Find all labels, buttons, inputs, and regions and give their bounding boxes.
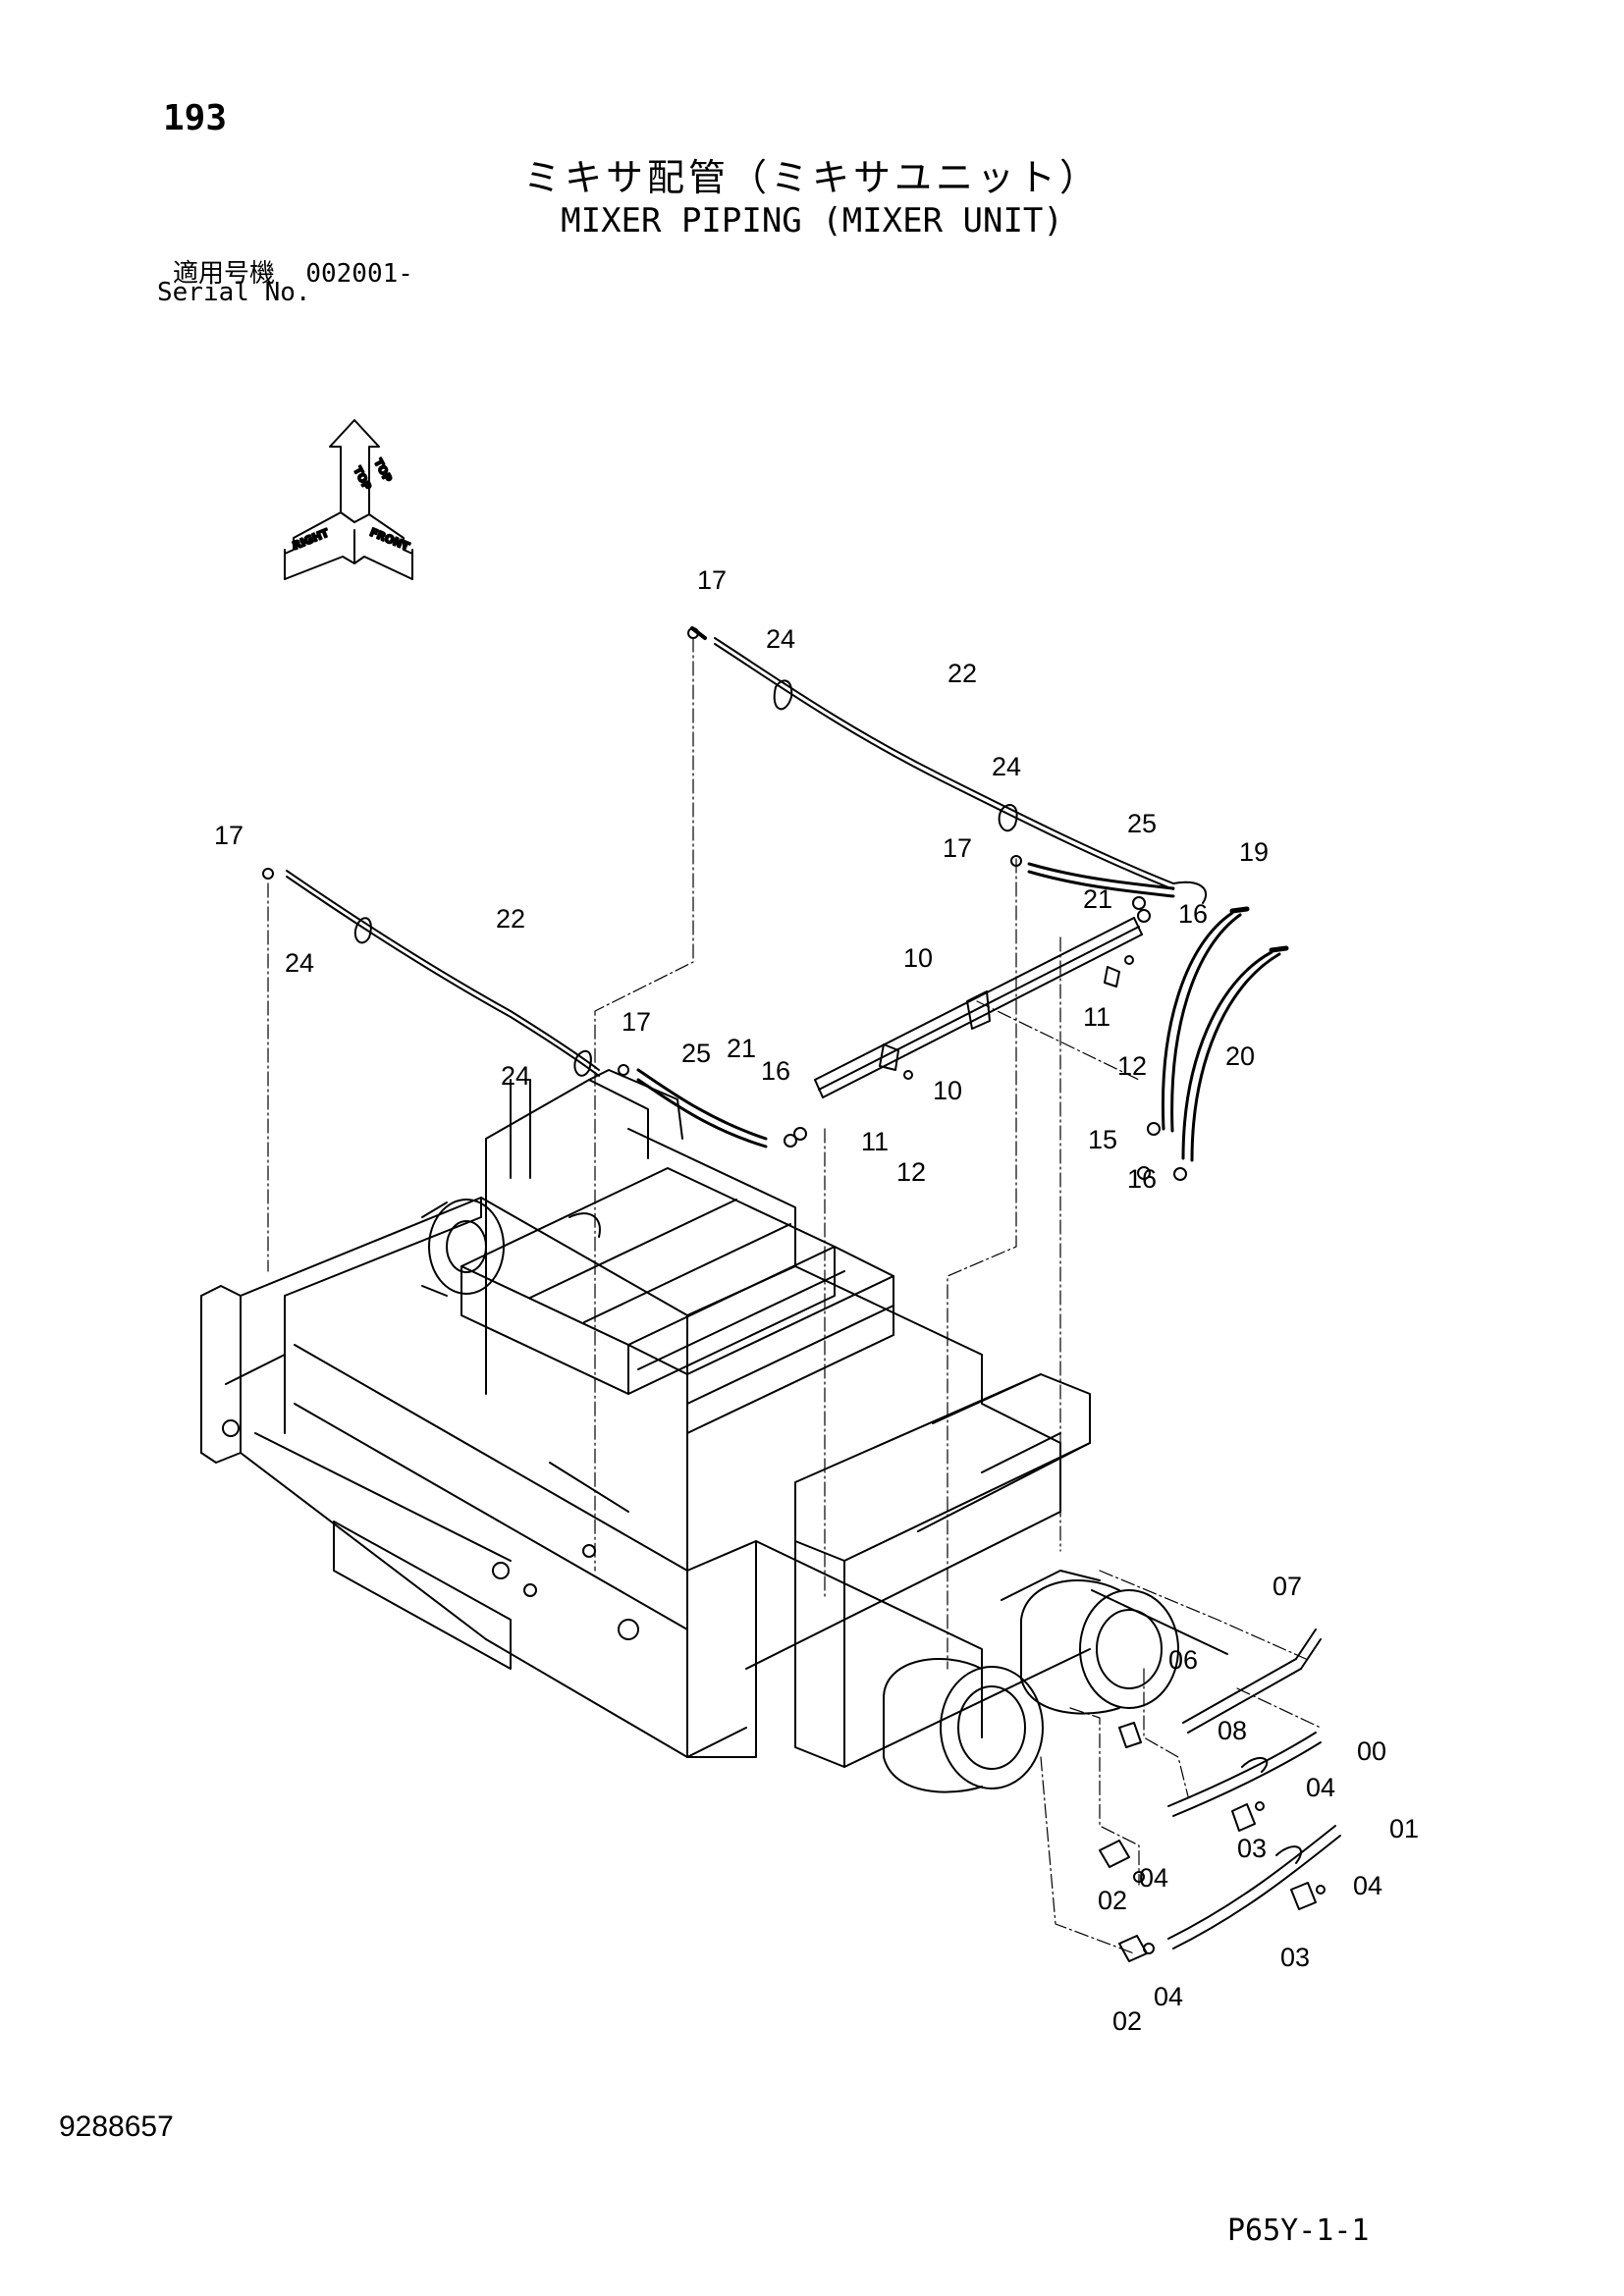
callout-04-right: 04 <box>1353 1871 1382 1900</box>
arrow-label-top: TOP <box>351 464 373 492</box>
hose-19-20 <box>1161 906 1289 1162</box>
callout-21-left: 21 <box>727 1034 756 1063</box>
callout-24-lower: 24 <box>501 1061 530 1091</box>
callout-11-right: 11 <box>1083 1002 1110 1032</box>
callout-25-right: 25 <box>1127 809 1157 838</box>
callout-07: 07 <box>1272 1572 1302 1601</box>
callout-labels: 17 24 22 24 25 21 16 19 17 17 24 22 24 1… <box>214 565 1419 2036</box>
serial-label-english: Serial No. <box>157 278 311 307</box>
callout-04-upper: 04 <box>1306 1773 1335 1802</box>
callout-22-right: 22 <box>947 659 977 688</box>
callout-02-upper: 02 <box>1098 1886 1127 1915</box>
document-number: 9288657 <box>59 2110 174 2143</box>
callout-10-upper: 10 <box>903 943 933 973</box>
callout-17-left: 17 <box>214 821 244 850</box>
page-code: P65Y-1-1 <box>1227 2214 1370 2248</box>
callout-11-left: 11 <box>861 1127 889 1156</box>
callout-24-left: 24 <box>285 948 314 978</box>
fittings <box>262 627 1187 1181</box>
callout-08: 08 <box>1218 1716 1247 1745</box>
mixer-frame <box>200 1069 1228 1793</box>
callout-04-lower: 04 <box>1154 1982 1183 2011</box>
serial-label-japanese: 適用号機 <box>173 259 276 289</box>
page-title-japanese: ミキサ配管（ミキサユニット） <box>522 156 1101 199</box>
callout-06: 06 <box>1168 1645 1198 1675</box>
callout-19: 19 <box>1239 837 1269 867</box>
callout-17-right: 17 <box>943 833 972 863</box>
callout-03-lower: 03 <box>1280 1943 1310 1972</box>
callout-00: 00 <box>1357 1736 1386 1766</box>
arrow-label-top-2: TOP <box>371 456 394 484</box>
callout-20: 20 <box>1225 1041 1255 1071</box>
callout-16-lower: 16 <box>1127 1164 1157 1194</box>
callout-16-right: 16 <box>1178 899 1208 929</box>
callout-01: 01 <box>1389 1814 1419 1843</box>
serial-applicability: 適用号機 002001- <box>173 253 413 290</box>
callout-16-left: 16 <box>761 1056 790 1086</box>
page-title-english: MIXER PIPING (MIXER UNIT) <box>561 201 1063 240</box>
hose-00-01-06 <box>1099 1629 1341 1962</box>
callout-03-upper: 03 <box>1237 1834 1267 1863</box>
callout-24-top: 24 <box>766 624 795 654</box>
callout-02-lower: 02 <box>1112 2006 1142 2036</box>
hose-upper-left <box>286 870 600 1077</box>
hose-upper-right <box>690 626 1174 890</box>
direction-arrow-icon: TOP TOP RIGHT FRONT <box>284 419 413 580</box>
callout-12-right: 12 <box>1117 1051 1147 1081</box>
arrow-label-right: RIGHT <box>291 526 331 553</box>
callout-25-left: 25 <box>681 1039 711 1068</box>
callout-15: 15 <box>1088 1125 1117 1154</box>
page-number: 193 <box>163 98 228 138</box>
callout-24-right: 24 <box>992 752 1021 781</box>
callout-12-left: 12 <box>896 1157 926 1187</box>
callout-22-left: 22 <box>496 904 525 934</box>
serial-value: 002001- <box>305 259 413 289</box>
leader-lines <box>267 637 1322 1954</box>
hose-assembly-25 <box>636 862 1208 1148</box>
callout-17-top: 17 <box>697 565 727 595</box>
arrow-label-front: FRONT <box>368 526 411 554</box>
callout-10-lower: 10 <box>933 1076 962 1105</box>
callout-04-mid: 04 <box>1139 1863 1168 1893</box>
callout-17-mid: 17 <box>622 1007 651 1037</box>
pipe-10 <box>814 917 1143 1098</box>
callout-21-right: 21 <box>1083 884 1112 914</box>
